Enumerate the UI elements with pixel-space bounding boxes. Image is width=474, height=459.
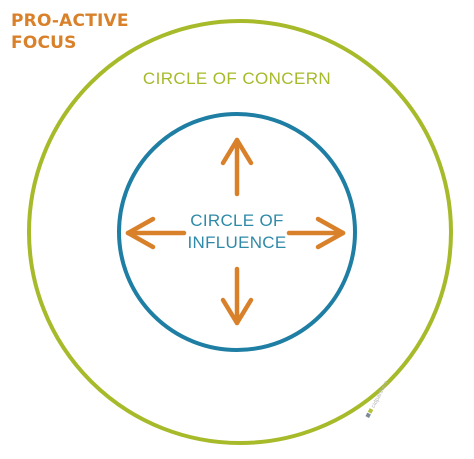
circle-of-influence-label-line-1: CIRCLE OF [190,211,283,230]
arrow-left-icon [125,216,187,250]
title-line-2: FOCUS [11,33,77,53]
arrow-right-icon [286,216,346,250]
title-line-1: PRO-ACTIVE [11,11,129,31]
arrow-up-icon [220,137,254,197]
circle-of-concern-label: CIRCLE OF CONCERN [143,69,331,88]
arrow-down-icon [220,266,254,326]
page-title: PRO-ACTIVE FOCUS [11,10,129,54]
circle-of-influence [117,112,357,352]
circle-of-concern [27,19,453,445]
circle-of-influence-label-line-2: INFLUENCE [187,233,286,252]
